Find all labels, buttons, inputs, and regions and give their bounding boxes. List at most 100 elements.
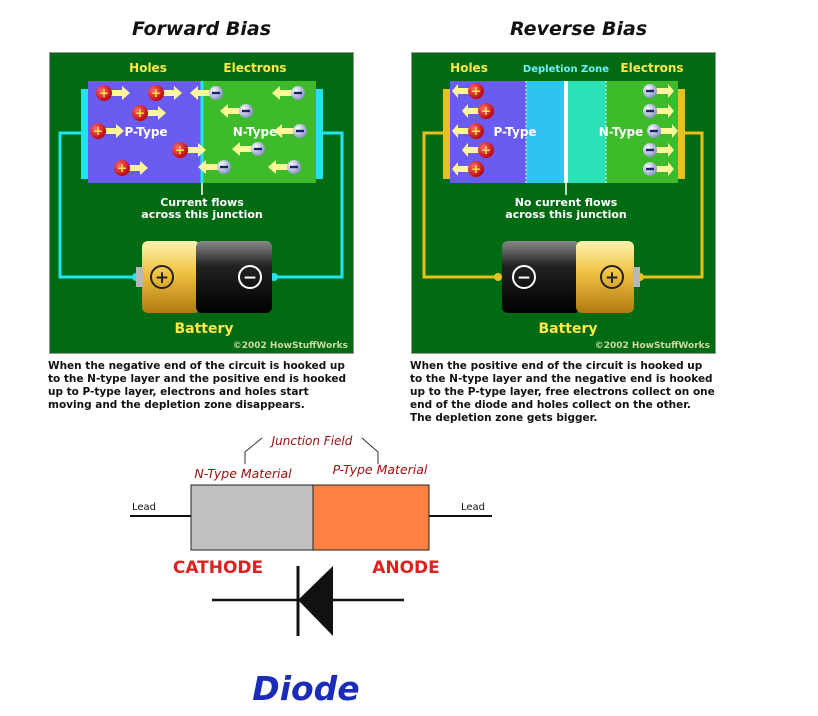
n-type-material-label: N-Type Material <box>194 466 292 481</box>
forward-bias-title: Forward Bias <box>132 18 272 40</box>
hole-particle: + <box>132 105 166 121</box>
p-type-material-block <box>312 484 430 551</box>
reverse-n-type-label: N-Type <box>599 125 644 139</box>
svg-text:+: + <box>471 162 481 176</box>
forward-battery: + − <box>136 241 272 313</box>
electron-particle <box>268 160 301 174</box>
battery-negative-half <box>196 241 272 313</box>
n-type-material-block <box>190 484 314 551</box>
forward-holes-group: + + + + + + <box>90 85 206 176</box>
reverse-p-type-label: P-Type <box>493 125 536 139</box>
reverse-battery-label: Battery <box>538 321 597 337</box>
forward-bias-description: When the negative end of the circuit is … <box>48 360 346 411</box>
battery-plus-icon <box>600 265 624 289</box>
battery-nub <box>136 267 143 287</box>
hole-particle: + <box>462 142 494 158</box>
forward-bias-illustration: Holes Electrons P-Type N-Type + + + + <box>58 61 348 351</box>
reverse-electrons-label: Electrons <box>620 61 683 75</box>
junction-field-label: Junction Field <box>270 434 353 448</box>
hole-particle: + <box>452 83 484 99</box>
electron-particle <box>232 142 265 156</box>
forward-contact-left <box>81 89 88 179</box>
forward-contact-right <box>316 89 323 179</box>
battery-positive-half <box>576 241 634 313</box>
forward-p-type-label: P-Type <box>124 125 167 139</box>
forward-bias-panel: Holes Electrons P-Type N-Type + + + + <box>49 52 354 354</box>
electron-particle <box>643 162 674 176</box>
forward-wire-right <box>274 131 344 279</box>
reverse-contact-left <box>443 89 450 179</box>
svg-text:+: + <box>481 104 491 118</box>
hole-particle: + <box>452 161 484 177</box>
reverse-holes-group: + + + + + <box>452 83 494 177</box>
electron-particle <box>643 143 674 157</box>
junction-bracket-right <box>361 437 379 464</box>
hole-particle: + <box>114 160 148 176</box>
battery-plus-symbol: + <box>605 268 619 288</box>
reverse-bias-illustration: Holes Depletion Zone Electrons P-Type N-… <box>422 61 710 351</box>
hole-particle: + <box>462 103 494 119</box>
svg-text:+: + <box>151 86 161 100</box>
electron-particle <box>220 104 253 118</box>
forward-battery-label: Battery <box>174 321 233 337</box>
electron-particle <box>643 84 674 98</box>
forward-copyright: ©2002 HowStuffWorks <box>233 341 348 351</box>
hole-particle: + <box>172 142 206 158</box>
svg-text:+: + <box>481 143 491 157</box>
reverse-copyright: ©2002 HowStuffWorks <box>595 341 710 351</box>
electron-particle <box>274 124 307 138</box>
lead-left-label: Lead <box>132 502 156 513</box>
battery-plus-icon <box>150 265 174 289</box>
battery-minus-symbol: − <box>517 268 531 288</box>
reverse-junction-caption-1: No current flows <box>515 196 618 209</box>
diode-symbol-icon <box>212 566 404 636</box>
forward-junction-caption-1: Current flows <box>160 196 244 209</box>
hole-particle: + <box>90 123 124 139</box>
reverse-wire-right <box>640 131 704 279</box>
reverse-depletion-label: Depletion Zone <box>523 64 609 75</box>
hole-particle: + <box>148 85 182 101</box>
lead-right-label: Lead <box>461 502 485 513</box>
battery-minus-icon <box>238 265 262 289</box>
battery-positive-half <box>142 241 200 313</box>
electron-particle <box>190 86 223 100</box>
reverse-depletion-zone-n-side <box>566 81 606 183</box>
svg-text:+: + <box>93 124 103 138</box>
battery-negative-half <box>502 241 580 313</box>
reverse-bias-panel: Holes Depletion Zone Electrons P-Type N-… <box>411 52 716 354</box>
reverse-battery: − + <box>502 241 640 313</box>
forward-holes-label: Holes <box>129 61 167 75</box>
svg-text:+: + <box>471 124 481 138</box>
forward-electrons-label: Electrons <box>223 61 286 75</box>
reverse-bias-description: When the positive end of the circuit is … <box>410 360 715 424</box>
anode-label: ANODE <box>372 558 440 578</box>
svg-text:+: + <box>117 161 127 175</box>
electron-particle <box>272 86 305 100</box>
reverse-bias-title: Reverse Bias <box>510 18 648 40</box>
electron-particle <box>198 160 231 174</box>
forward-n-type-label: N-Type <box>233 125 278 139</box>
reverse-junction-caption-2: across this junction <box>505 208 626 221</box>
battery-minus-symbol: − <box>243 268 257 288</box>
hole-particle: + <box>96 85 130 101</box>
electron-particle <box>643 104 674 118</box>
forward-junction-caption-2: across this junction <box>141 208 262 221</box>
cathode-label: CATHODE <box>173 558 263 578</box>
hole-particle: + <box>452 123 484 139</box>
svg-text:+: + <box>175 143 185 157</box>
reverse-holes-label: Holes <box>450 61 488 75</box>
reverse-wire-left <box>422 131 498 279</box>
svg-text:+: + <box>135 106 145 120</box>
forward-electrons-group <box>190 86 307 174</box>
p-type-material-label: P-Type Material <box>333 462 428 477</box>
battery-plus-symbol: + <box>155 268 169 288</box>
diode-diagram: Junction Field N-Type Material P-Type Ma… <box>130 434 492 708</box>
electron-particle <box>647 124 678 138</box>
reverse-contact-right <box>678 89 685 179</box>
battery-minus-icon <box>512 265 536 289</box>
reverse-electrons-group <box>643 84 678 176</box>
junction-bracket-left <box>244 437 263 464</box>
svg-text:+: + <box>471 84 481 98</box>
svg-text:+: + <box>99 86 109 100</box>
forward-wire-left <box>58 131 136 279</box>
